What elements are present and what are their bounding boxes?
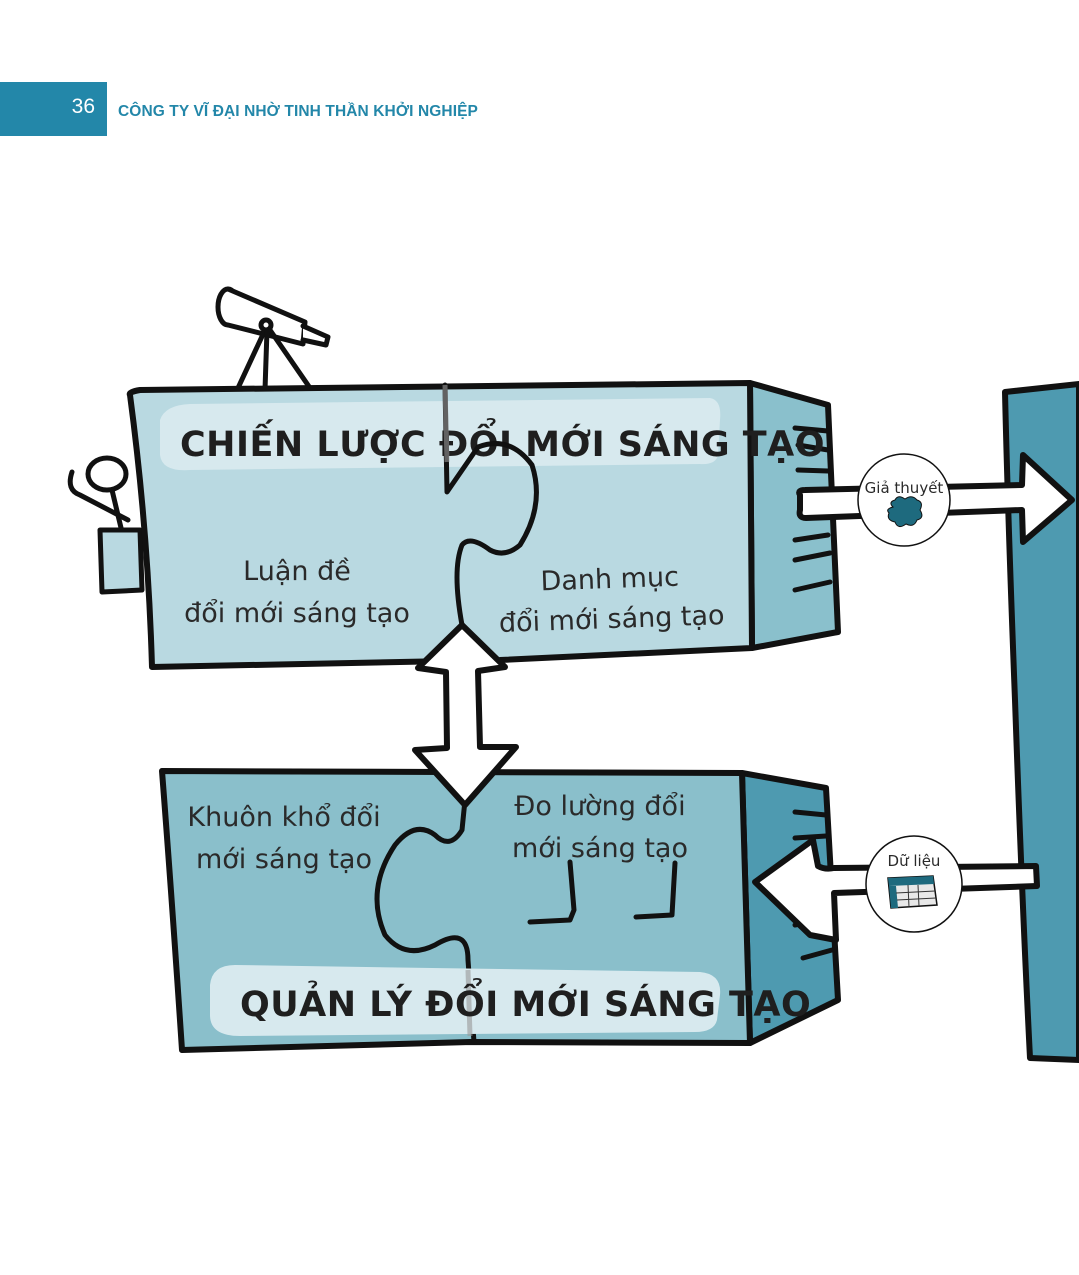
page-number-box: 36 — [0, 82, 107, 136]
telescope-icon — [215, 286, 331, 393]
data-table-icon — [887, 875, 938, 909]
data-label: Dữ liệu — [888, 852, 941, 870]
top-left-piece-line2: đổi mới sáng tạo — [184, 598, 410, 629]
running-title: CÔNG TY VĨ ĐẠI NHỜ TINH THẦN KHỞI NGHIỆP — [118, 103, 478, 120]
incoming-arrow-data: Dữ liệu — [752, 835, 1040, 943]
top-left-piece-line1: Luận đề — [243, 556, 351, 587]
cloud-blob-icon — [887, 496, 923, 528]
magnifier-person-icon — [67, 455, 145, 595]
hypothesis-label: Giả thuyết — [865, 479, 944, 497]
outgoing-arrow-hypothesis: Giả thuyết — [796, 452, 1075, 547]
bottom-left-piece-line2: mới sáng tạo — [196, 844, 372, 875]
top-right-piece-line1: Danh mục — [540, 562, 679, 598]
top-block: CHIẾN LƯỢC ĐỔI MỚI SÁNG TẠO Luận đề đổi … — [126, 380, 841, 670]
top-block-title: CHIẾN LƯỢC ĐỔI MỚI SÁNG TẠO — [180, 417, 825, 465]
double-arrow-vertical-icon — [412, 622, 519, 808]
page-header: 36 CÔNG TY VĨ ĐẠI NHỜ TINH THẦN KHỞI NGH… — [0, 82, 600, 136]
bottom-right-piece-line2: mới sáng tạo — [512, 833, 688, 864]
bottom-left-piece-line1: Khuôn khổ đổi — [187, 802, 380, 833]
page-number: 36 — [71, 95, 95, 118]
bottom-block-title: QUẢN LÝ ĐỔI MỚI SÁNG TẠO — [240, 977, 811, 1025]
bottom-block: QUẢN LÝ ĐỔI MỚI SÁNG TẠO Khuôn khổ đổi m… — [159, 768, 841, 1053]
bottom-right-piece-line1: Đo lường đổi — [514, 791, 685, 822]
